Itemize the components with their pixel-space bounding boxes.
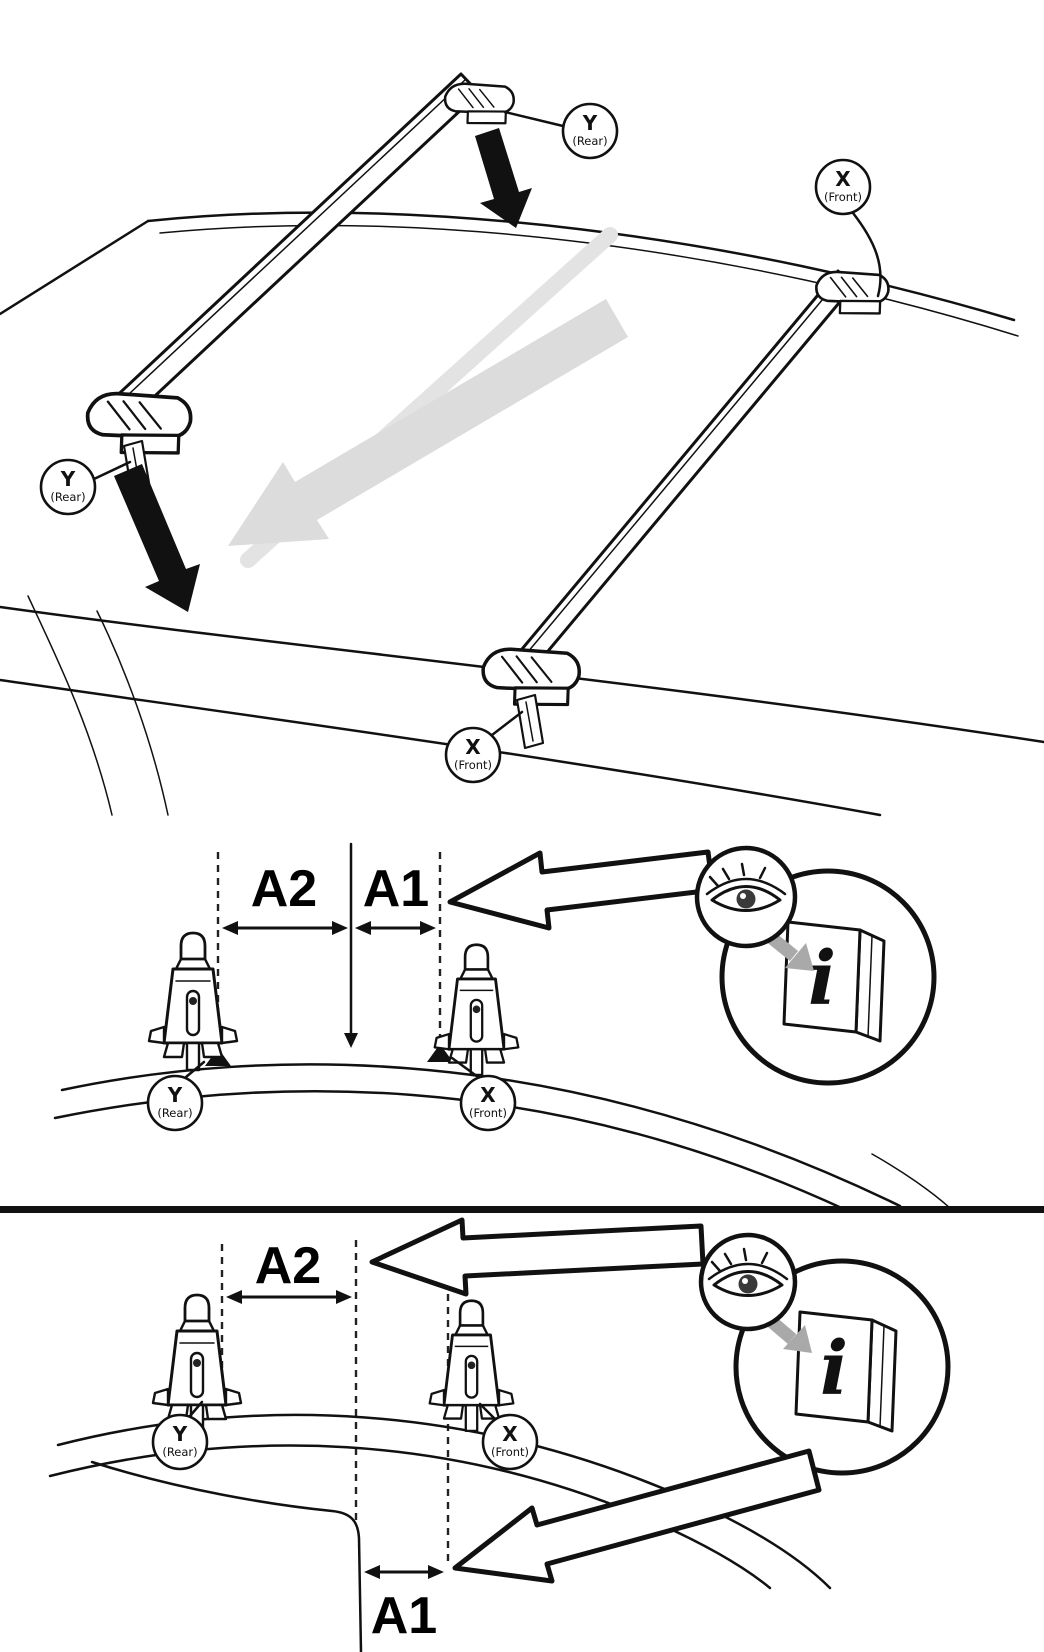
info-booklet-icon: i [794, 1310, 898, 1433]
dim-a2-label: A2 [251, 860, 317, 918]
dim-a1-label: A1 [371, 1587, 437, 1645]
eye-icon [698, 1232, 798, 1332]
callout-sub: (Rear) [50, 490, 85, 504]
callout-x-front-right: X (Front) [814, 158, 882, 298]
dim-a1-arrow [364, 1565, 444, 1579]
callout-x-front: X (Front) [450, 1056, 517, 1132]
callout-sub: (Front) [824, 190, 862, 204]
look-direction-arrow-bottom-icon [452, 1448, 822, 1584]
callout-sub: (Rear) [157, 1106, 192, 1120]
callout-letter: Y [172, 1422, 188, 1446]
callout-y-rear-top: Y (Rear) [503, 102, 619, 160]
installation-perspective-view: Y (Rear) X (Front) Y (Rear) X (Front) [0, 68, 1044, 817]
look-direction-arrow-top-icon [369, 1217, 706, 1297]
callout-sub: (Rear) [572, 134, 607, 148]
info-booklet-icon: i [782, 920, 886, 1043]
dim-a2-arrow [222, 921, 348, 935]
dim-a1-arrow [355, 921, 436, 935]
measurement-view-2: A2 i [0, 1206, 1044, 1652]
measurement-view-1: A2 A1 i [53, 842, 951, 1212]
dim-a2-label: A2 [255, 1237, 321, 1295]
callout-y-rear-left: Y (Rear) [39, 458, 132, 516]
callout-letter: X [502, 1422, 518, 1446]
ghost-target-position [228, 227, 628, 568]
callout-y-rear: Y (Rear) [146, 1060, 206, 1132]
roof-mount-clamp-rear [147, 931, 239, 1072]
callout-sub: (Front) [454, 758, 492, 772]
callout-y-rear: Y (Rear) [151, 1400, 209, 1471]
info-glyph: i [808, 936, 836, 1022]
ghost-placement-arrow [228, 299, 628, 546]
roof-mount-clamp-front [428, 1299, 515, 1433]
callout-letter: X [480, 1083, 496, 1107]
dim-a2-arrow [226, 1290, 352, 1304]
eye-icon [694, 845, 798, 949]
section-divider [0, 1206, 1044, 1213]
callout-x-front-bottom: X (Front) [444, 710, 524, 784]
callout-letter: X [465, 735, 481, 759]
callout-x-front: X (Front) [478, 1402, 539, 1471]
callout-letter: Y [60, 467, 76, 491]
car-roof-outline [0, 211, 1044, 817]
callout-letter: Y [167, 1083, 183, 1107]
center-arrowhead-icon [344, 1033, 358, 1048]
callout-letter: X [835, 167, 851, 191]
callout-sub: (Front) [469, 1106, 507, 1120]
info-glyph: i [820, 1326, 848, 1412]
dim-a1-label: A1 [363, 860, 429, 918]
callout-sub: (Front) [491, 1445, 529, 1459]
position-marker-front-icon [427, 1044, 453, 1062]
look-direction-arrow-icon [447, 849, 716, 931]
placement-arrow-rear-icon [475, 128, 532, 228]
door-frame-line [90, 1460, 363, 1652]
callout-letter: Y [582, 111, 598, 135]
front-cross-bar [476, 255, 897, 750]
roof-mount-clamp-rear [151, 1293, 243, 1434]
placement-arrow-left-icon [114, 464, 200, 612]
callout-sub: (Rear) [162, 1445, 197, 1459]
